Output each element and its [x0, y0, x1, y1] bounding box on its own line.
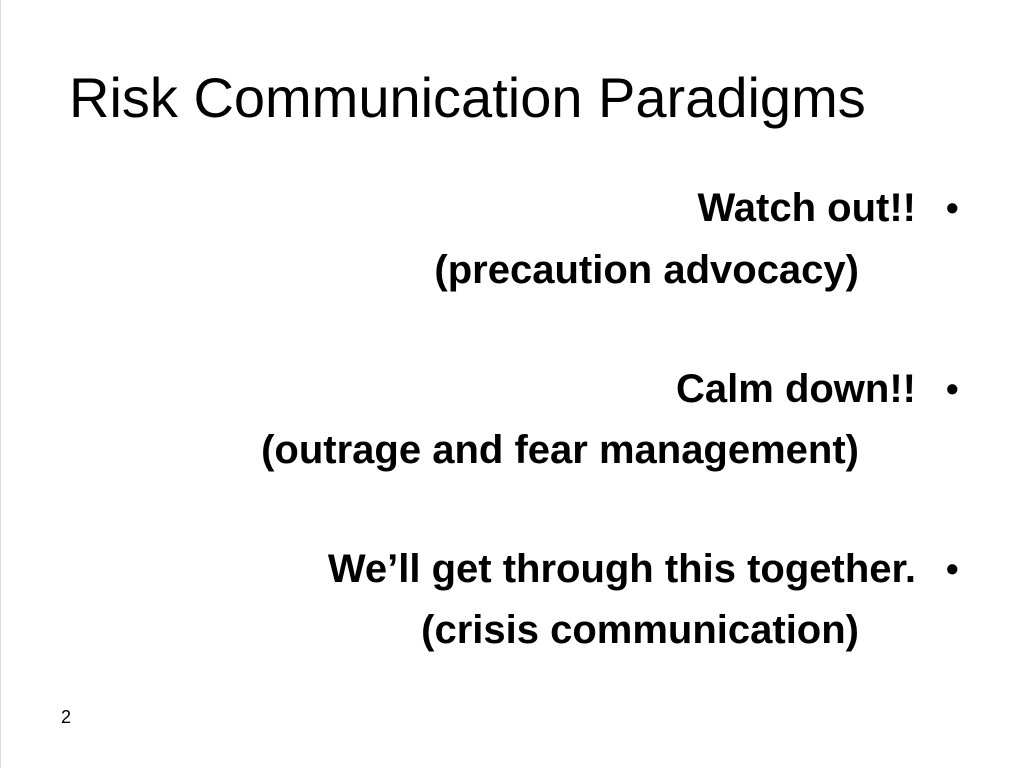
item-3-bullet: •	[946, 548, 959, 589]
item-2-main: Calm down!!	[676, 367, 916, 411]
slide-number: 2	[61, 707, 72, 727]
item-1-main: Watch out!!	[697, 186, 916, 230]
item-3-main: We’ll get through this together.	[327, 547, 916, 591]
item-1-sub: (precaution advocacy)	[434, 248, 859, 292]
item-1-bullet: •	[946, 187, 959, 228]
item-2-bullet: •	[946, 368, 959, 409]
slide-title: Risk Communication Paradigms	[69, 66, 866, 129]
item-2-sub: (outrage and fear management)	[261, 428, 859, 472]
item-3-sub: (crisis communication)	[421, 608, 859, 652]
